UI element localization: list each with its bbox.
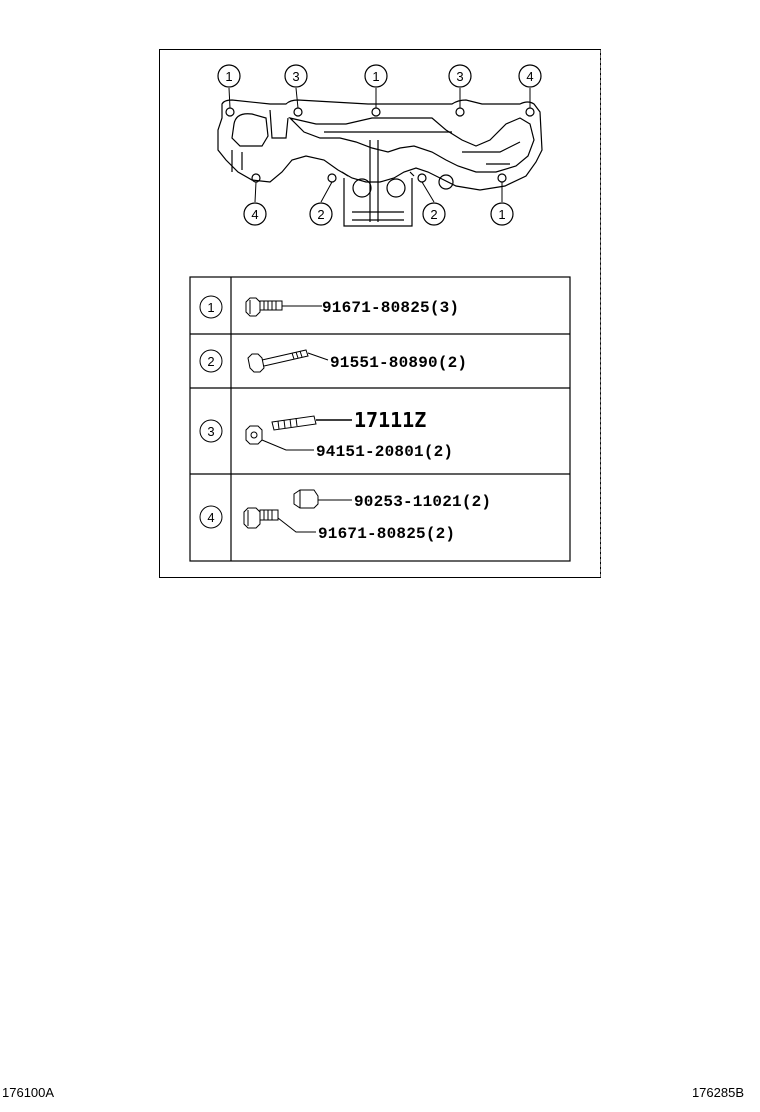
svg-text:1: 1 xyxy=(225,69,232,84)
svg-text:1: 1 xyxy=(372,69,379,84)
part-number-row3b: 94151-20801(2) xyxy=(316,443,453,461)
svg-text:1: 1 xyxy=(498,207,505,222)
diagram-frame xyxy=(159,49,601,578)
callout-bubble-top-2: 3 xyxy=(284,64,308,88)
long-bolt-icon-row2 xyxy=(247,349,309,373)
legend-table xyxy=(189,276,571,562)
callout-bubble-top-3: 1 xyxy=(364,64,388,88)
footer-right-code: 176285B xyxy=(691,1085,744,1100)
callout-leaders xyxy=(228,87,531,203)
svg-text:3: 3 xyxy=(207,424,214,439)
svg-text:3: 3 xyxy=(292,69,299,84)
part-number-row4b: 91671-80825(2) xyxy=(318,525,455,543)
callout-bubble-top-1: 1 xyxy=(217,64,241,88)
svg-text:2: 2 xyxy=(430,207,437,222)
nut-icon-row3 xyxy=(245,425,263,445)
legend-key-2: 2 xyxy=(199,349,223,373)
legend-key-1: 1 xyxy=(199,295,223,319)
svg-text:3: 3 xyxy=(456,69,463,84)
gasket-illustration xyxy=(217,99,543,227)
bolt-icon-row4 xyxy=(243,507,279,529)
part-number-row1: 91671-80825(3) xyxy=(322,299,459,317)
svg-text:2: 2 xyxy=(317,207,324,222)
svg-text:4: 4 xyxy=(526,69,533,84)
legend-key-3: 3 xyxy=(199,419,223,443)
callout-bubble-top-5: 4 xyxy=(518,64,542,88)
callout-bubble-bottom-2: 2 xyxy=(309,202,333,226)
frame-dashed-edge xyxy=(600,50,601,577)
callout-bubble-bottom-3: 2 xyxy=(422,202,446,226)
callout-bubble-top-4: 3 xyxy=(448,64,472,88)
svg-text:4: 4 xyxy=(251,207,258,222)
part-number-row3a: 17111Z xyxy=(354,408,426,432)
bolt-icon-row1 xyxy=(245,297,283,317)
part-number-row4a: 90253-11021(2) xyxy=(354,493,491,511)
legend-key-4: 4 xyxy=(199,505,223,529)
stud-icon-row3 xyxy=(271,415,317,431)
cap-nut-icon-row4 xyxy=(293,489,319,509)
callout-bubble-bottom-4: 1 xyxy=(490,202,514,226)
leader-row2 xyxy=(307,352,329,361)
svg-text:2: 2 xyxy=(207,354,214,369)
leader-row4b xyxy=(277,517,316,533)
svg-text:1: 1 xyxy=(207,300,214,315)
leader-row3b xyxy=(261,439,314,451)
part-number-row2: 91551-80890(2) xyxy=(330,354,467,372)
footer-left-code: 176100A xyxy=(2,1085,55,1100)
svg-text:4: 4 xyxy=(207,510,214,525)
callout-bubble-bottom-1: 4 xyxy=(243,202,267,226)
